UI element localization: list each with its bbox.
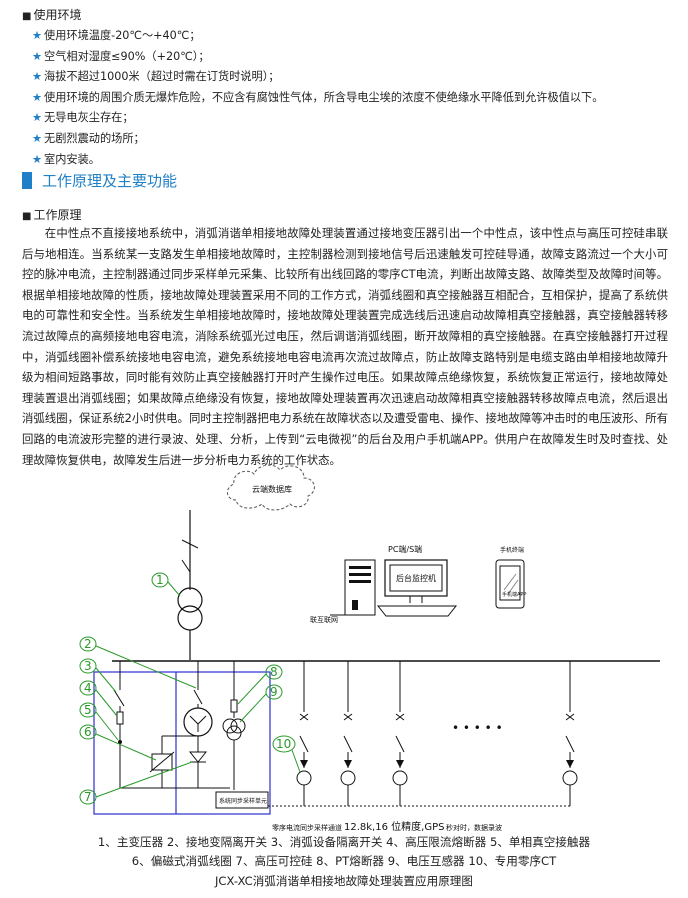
controller-label: 系统同步采样单元 bbox=[219, 797, 267, 805]
environment-item: ★室内安装。 bbox=[32, 150, 672, 171]
callout-10: 10 bbox=[272, 735, 301, 773]
star-icon: ★ bbox=[32, 152, 43, 166]
cloud-label: 云端数据库 bbox=[252, 484, 292, 494]
svg-text:9: 9 bbox=[270, 685, 278, 699]
device-enclosure bbox=[93, 671, 271, 815]
environment-heading-text: 使用环境 bbox=[33, 8, 82, 22]
environment-item: ★使用环境的周围介质无爆炸危险，不应含有腐蚀性气体，所含导电尘埃的浓度不使绝缘水… bbox=[32, 88, 672, 109]
svg-text:5: 5 bbox=[84, 703, 92, 717]
star-icon: ★ bbox=[32, 131, 43, 145]
sync-sampling-unit bbox=[215, 791, 269, 809]
svg-text:4: 4 bbox=[84, 681, 92, 695]
cloud-icon bbox=[227, 464, 315, 511]
callout-7: 7 bbox=[79, 761, 193, 805]
callout-9: 9 bbox=[239, 684, 283, 723]
thyristor-icon bbox=[188, 751, 208, 763]
square-bullet-icon: ■ bbox=[22, 211, 32, 222]
pc-icon bbox=[344, 559, 376, 616]
callout-3: 3 bbox=[79, 658, 117, 693]
feeder-ellipsis: • • • • • bbox=[452, 721, 503, 735]
feeder-lines bbox=[296, 661, 578, 806]
principle-paragraph: 在中性点不直接接地系统中，消弧消谐单相接地故障处理装置通过接地变压器引出一个中性… bbox=[22, 226, 668, 467]
environment-item-text: 使用环境的周围介质无爆炸危险，不应含有腐蚀性气体，所含导电尘埃的浓度不使绝缘水平… bbox=[44, 90, 604, 104]
environment-item: ★空气相对湿度≤90%（+20℃）； bbox=[32, 47, 672, 68]
main-transformer-icon bbox=[177, 587, 203, 631]
star-icon: ★ bbox=[32, 111, 43, 125]
svg-text:7: 7 bbox=[84, 790, 92, 804]
svg-text:1: 1 bbox=[156, 573, 164, 587]
arc-suppression-coil-icon bbox=[149, 751, 175, 773]
environment-item: ★无剧烈震动的场所； bbox=[32, 129, 672, 150]
principle-heading-text: 工作原理 bbox=[33, 208, 82, 222]
svg-text:10: 10 bbox=[276, 737, 291, 751]
section-title: 工作原理及主要功能 bbox=[42, 172, 178, 190]
phone-icon bbox=[495, 559, 525, 609]
grounding-transformer-icon bbox=[183, 707, 213, 737]
voltage-transformer-icon bbox=[222, 718, 246, 741]
diagram-caption: JCX-XC消弧消谐单相接地故障处理装置应用原理图 bbox=[215, 874, 473, 888]
star-icon: ★ bbox=[32, 49, 43, 63]
square-bullet-icon: ■ bbox=[22, 11, 32, 22]
internet-label: 联互联网 bbox=[310, 615, 338, 624]
svg-text:6: 6 bbox=[84, 725, 92, 739]
legend-line-1: 1、主变压器 2、接地变隔离开关 3、消弧设备隔离开关 4、高压限流熔断器 5、… bbox=[97, 835, 591, 849]
callout-4: 4 bbox=[79, 680, 118, 717]
environment-item: ★海拔不超过1000米（超过时需在订货时说明）； bbox=[32, 67, 672, 88]
pc-label: PC端/S端 bbox=[388, 544, 422, 554]
callout-6: 6 bbox=[79, 724, 157, 761]
callout-5: 5 bbox=[79, 702, 119, 741]
environment-item-text: 无导电灰尘存在； bbox=[44, 111, 134, 125]
monitor-label: 后台监控机 bbox=[396, 573, 436, 583]
phone-sub-label: 手机端APP bbox=[502, 591, 526, 598]
bottom-note-left: 零序电流同步采样通道 bbox=[272, 823, 342, 832]
environment-item-text: 空气相对湿度≤90%（+20℃）； bbox=[44, 49, 210, 63]
bottom-note-mid: 12.8k,16 位精度,GPS bbox=[344, 820, 444, 833]
star-icon: ★ bbox=[32, 70, 43, 84]
environment-item: ★无导电灰尘存在； bbox=[32, 108, 672, 129]
star-icon: ★ bbox=[32, 90, 43, 104]
svg-text:8: 8 bbox=[270, 665, 278, 679]
environment-heading: ■使用环境 bbox=[22, 6, 81, 23]
svg-text:3: 3 bbox=[84, 659, 92, 673]
environment-item-text: 海拔不超过1000米（超过时需在订货时说明）； bbox=[44, 70, 280, 84]
environment-item: ★使用环境温度-20℃～+40℃； bbox=[32, 26, 672, 47]
environment-item-text: 使用环境温度-20℃～+40℃； bbox=[44, 29, 201, 42]
legend-line-2: 6、偏磁式消弧线圈 7、高压可控硅 8、PT熔断器 9、电压互感器 10、专用零… bbox=[131, 854, 557, 868]
phone-label: 手机终端 bbox=[500, 546, 524, 554]
environment-item-text: 无剧烈震动的场所； bbox=[44, 131, 145, 145]
star-icon: ★ bbox=[32, 29, 43, 42]
callout-8: 8 bbox=[237, 664, 283, 705]
callout-2: 2 bbox=[79, 636, 197, 689]
bottom-note-right: 秒对时，数据录波 bbox=[446, 823, 502, 832]
environment-item-text: 室内安装。 bbox=[44, 152, 100, 166]
callout-1: 1 bbox=[151, 572, 181, 597]
principle-heading: ■工作原理 bbox=[22, 206, 81, 223]
svg-text:2: 2 bbox=[84, 637, 92, 651]
monitor-icon bbox=[376, 559, 458, 617]
section-title-bar bbox=[22, 172, 32, 189]
environment-list: ★使用环境温度-20℃～+40℃； ★空气相对湿度≤90%（+20℃）； ★海拔… bbox=[32, 26, 672, 170]
